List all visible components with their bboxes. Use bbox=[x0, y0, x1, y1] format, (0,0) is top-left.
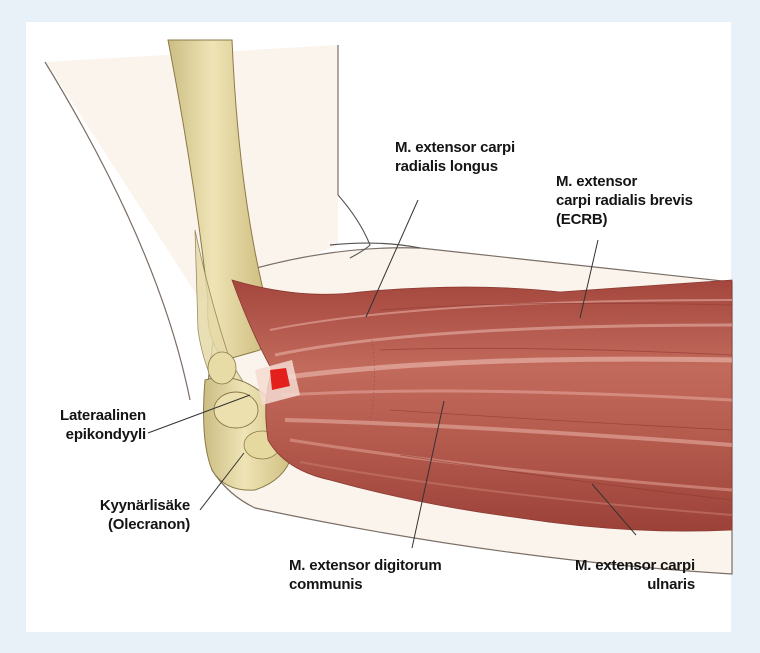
label-edc: M. extensor digitorum communis bbox=[289, 556, 441, 594]
epicondyle-bone bbox=[214, 392, 258, 428]
condyle-knob bbox=[208, 352, 236, 384]
label-ecu: M. extensor carpi ulnaris bbox=[540, 556, 695, 594]
label-ecrb: M. extensor carpi radialis brevis (ECRB) bbox=[556, 172, 693, 229]
label-lateral-epicondyle: Lateraalinen epikondyyli bbox=[46, 406, 146, 444]
label-ecrl: M. extensor carpi radialis longus bbox=[395, 138, 515, 176]
label-olecranon: Kyynärlisäke (Olecranon) bbox=[62, 496, 190, 534]
skin-fold bbox=[338, 195, 370, 258]
